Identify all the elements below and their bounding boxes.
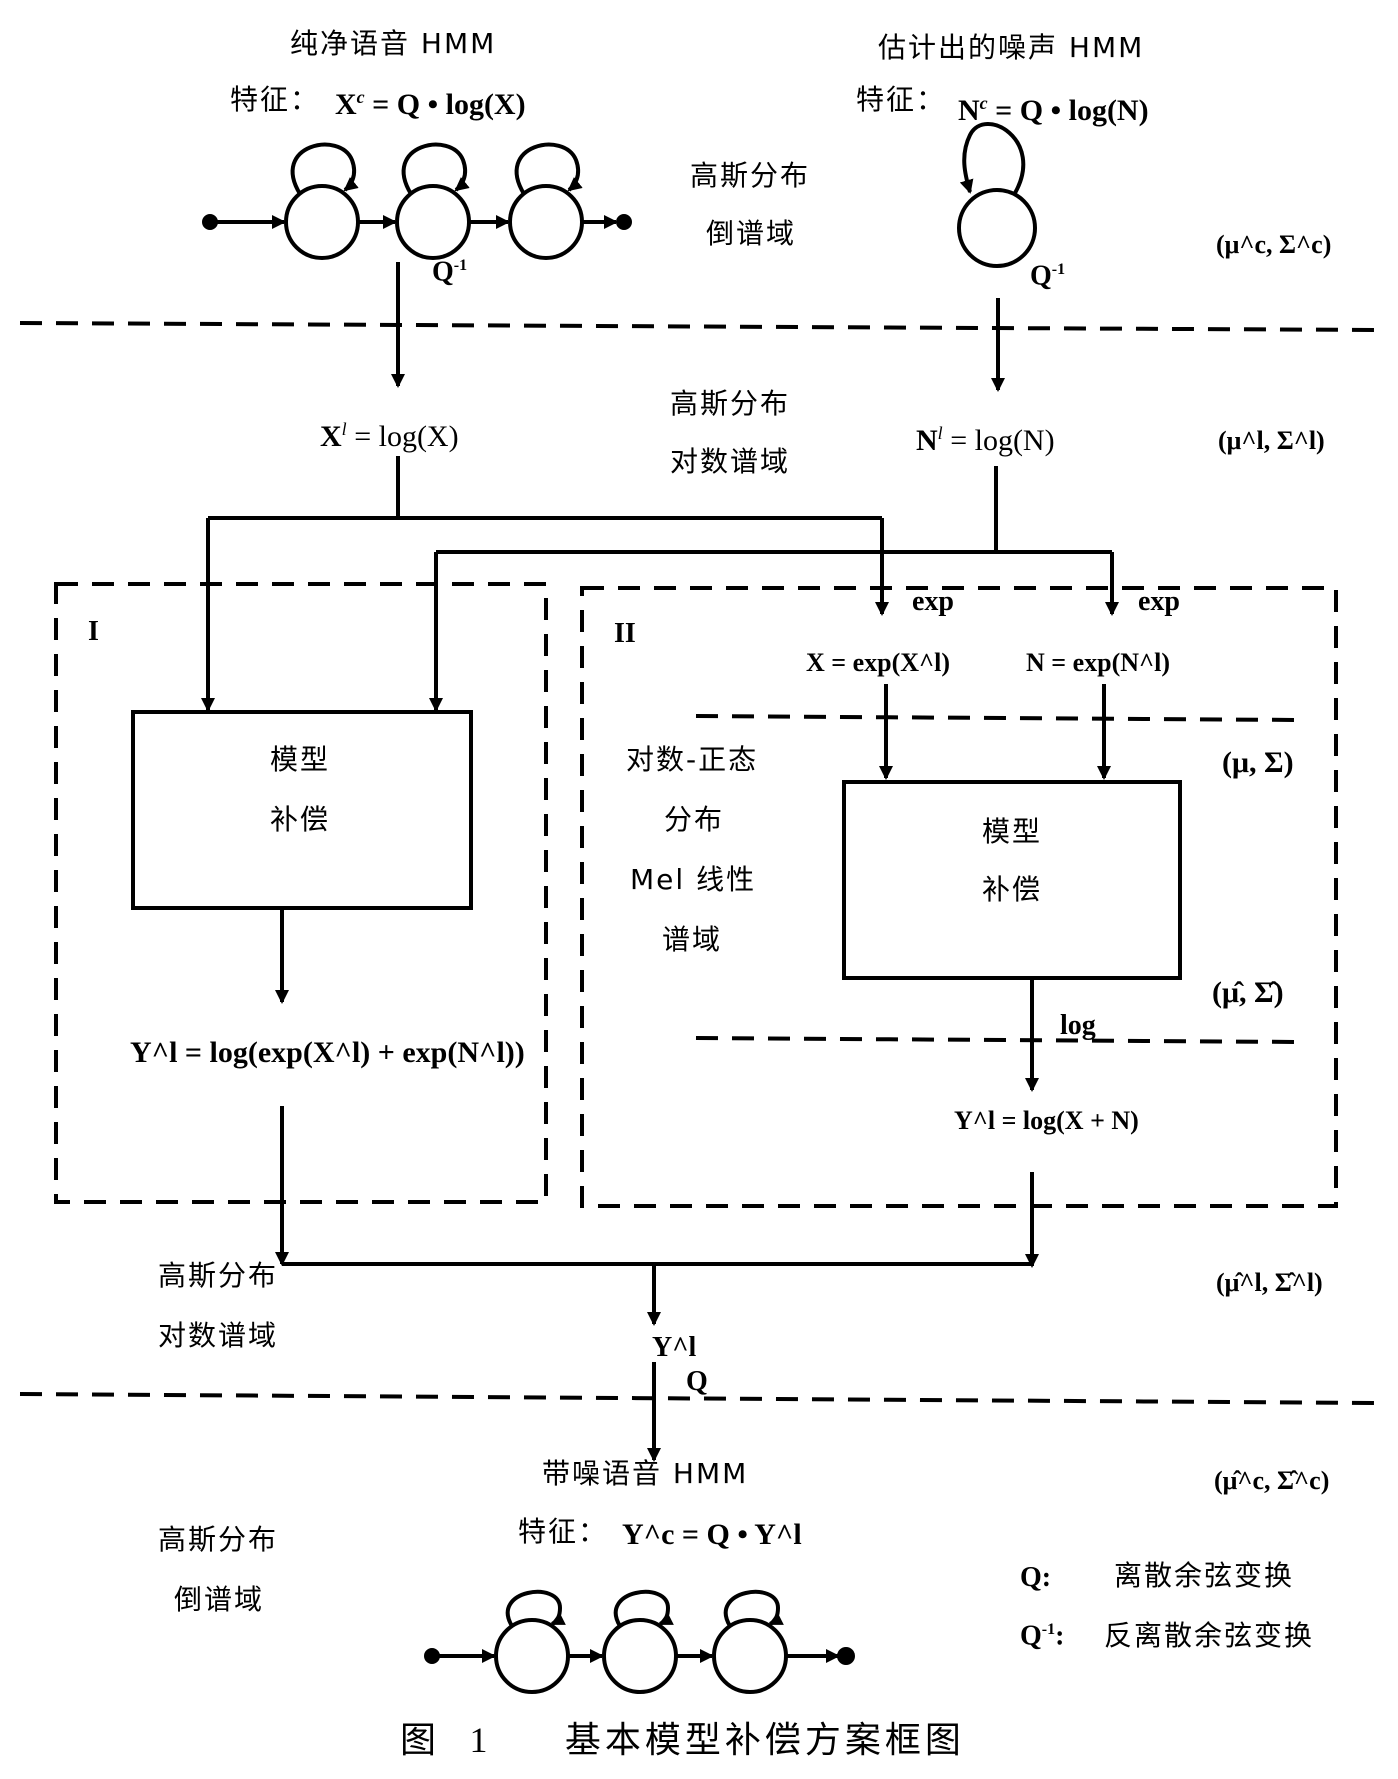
noise-hmm-title: 估计出的噪声 HMM <box>878 31 1145 64</box>
compensation-block-1 <box>131 710 473 910</box>
noisy-self-loop-1 <box>505 1589 566 1628</box>
merge-domain-line1: 高斯分布 <box>158 1259 279 1292</box>
cepstral-domain-line2: 倒谱域 <box>706 217 797 250</box>
box2-block-line1: 模型 <box>982 815 1043 848</box>
noise-hmm <box>957 122 1037 268</box>
separator-cepstral-log <box>19 321 1379 332</box>
n-exp-equation: N = exp(N^l) <box>1026 648 1171 677</box>
noisy-self-loop-2 <box>613 1589 674 1628</box>
caption-title: 基本模型补偿方案框图 <box>564 1720 965 1761</box>
compensation-block-2 <box>842 780 1182 980</box>
exp-label-n: exp <box>1138 586 1180 617</box>
self-loop-1 <box>290 142 359 196</box>
separator-inner-bottom <box>695 1036 1303 1044</box>
params-log: (μ^l, Σ^l) <box>1218 426 1325 455</box>
caption-figure: 图 <box>400 1720 441 1761</box>
params-hat-cepstral: (μ̂^c, Σ̂^c) <box>1214 1466 1330 1495</box>
legend-q-desc: 离散余弦变换 <box>1114 1559 1295 1592</box>
x-exp-equation: X = exp(X^l) <box>806 648 951 677</box>
hmm-state-1 <box>284 184 360 260</box>
box1-block-line2: 补偿 <box>270 803 331 836</box>
box2-domain-line4: 谱域 <box>662 923 723 956</box>
xl-equation: Xl = log(X) <box>320 419 459 453</box>
yl-label: Y^l <box>652 1332 697 1363</box>
box1-output-eq: Y^l = log(exp(X^l) + exp(N^l)) <box>130 1036 525 1069</box>
q-inverse-right: Q-1 <box>1030 260 1066 292</box>
hmm-end-dot <box>616 214 632 230</box>
noisy-feature-eq: Y^c = Q • Y^l <box>622 1518 802 1551</box>
exp-label-x: exp <box>912 586 954 617</box>
noisy-state-3 <box>712 1618 788 1694</box>
separator-log-cepstral <box>19 1392 1379 1405</box>
legend-q-key: Q: <box>1020 1562 1052 1593</box>
clean-feature-eq: Xc = Q • log(X) <box>335 87 526 121</box>
box2-block-line2: 补偿 <box>982 873 1043 906</box>
hmm-state-3 <box>508 184 584 260</box>
box1-label: I <box>88 616 99 647</box>
q-inverse-left: Q-1 <box>432 256 468 288</box>
noise-feature-eq: Nc = Q • log(N) <box>958 93 1149 127</box>
params-box2-in: (μ, Σ) <box>1222 746 1294 779</box>
noise-self-loop <box>959 122 1026 194</box>
cepstral-domain-line1: 高斯分布 <box>690 159 811 192</box>
box2-domain-line2: 分布 <box>664 803 725 836</box>
log-label: log <box>1060 1010 1096 1041</box>
box1-block-line1: 模型 <box>270 743 331 776</box>
routing-lines <box>201 456 1119 712</box>
noisy-end-dot <box>837 1647 855 1665</box>
params-cepstral: (μ^c, Σ^c) <box>1216 230 1332 259</box>
box-method-1 <box>54 582 548 1204</box>
params-box2-out: (μ̂, Σ̂) <box>1212 976 1284 1009</box>
noisy-state-1 <box>494 1618 570 1694</box>
noisy-hmm-title: 带噪语音 HMM <box>542 1457 749 1490</box>
q-label: Q <box>686 1366 708 1397</box>
log-domain-line2: 对数谱域 <box>670 445 791 478</box>
nl-equation: Nl = log(N) <box>916 423 1055 457</box>
noisy-feature-label: 特征： <box>518 1515 609 1548</box>
self-loop-2 <box>401 142 470 196</box>
clean-hmm-title: 纯净语音 HMM <box>290 27 497 60</box>
clean-speech-hmm <box>202 142 632 260</box>
hmm-start-dot <box>202 214 218 230</box>
self-loop-3 <box>514 142 583 196</box>
legend-qinv-key: Q-1: <box>1020 1620 1065 1652</box>
merge-domain-line2: 对数谱域 <box>158 1319 279 1352</box>
box-method-2 <box>580 586 1338 1208</box>
box2-label: II <box>614 618 636 649</box>
noise-feature-label: 特征： <box>856 83 947 116</box>
clean-feature-label: 特征： <box>230 83 321 116</box>
noisy-speech-hmm <box>424 1589 855 1694</box>
separator-inner-top <box>695 714 1303 722</box>
figure-caption: 图 1 基本模型补偿方案框图 <box>400 1722 965 1759</box>
caption-number: 1 <box>469 1720 492 1760</box>
legend-qinv-desc: 反离散余弦变换 <box>1104 1619 1315 1652</box>
log-domain-line1: 高斯分布 <box>670 387 791 420</box>
box2-domain-line3: Mel 线性 <box>630 863 757 896</box>
box2-output-eq: Y^l = log(X + N) <box>954 1106 1139 1135</box>
noisy-start-dot <box>424 1648 440 1664</box>
noisy-self-loop-3 <box>723 1589 784 1628</box>
noisy-state-2 <box>602 1618 678 1694</box>
box2-domain-line1: 对数-正态 <box>626 743 759 776</box>
bottom-domain-line2: 倒谱域 <box>174 1583 265 1616</box>
hmm-state-2 <box>395 184 471 260</box>
params-hat-log: (μ̂^l, Σ̂^l) <box>1216 1268 1323 1297</box>
bottom-domain-line1: 高斯分布 <box>158 1523 279 1556</box>
noise-state <box>957 188 1037 268</box>
